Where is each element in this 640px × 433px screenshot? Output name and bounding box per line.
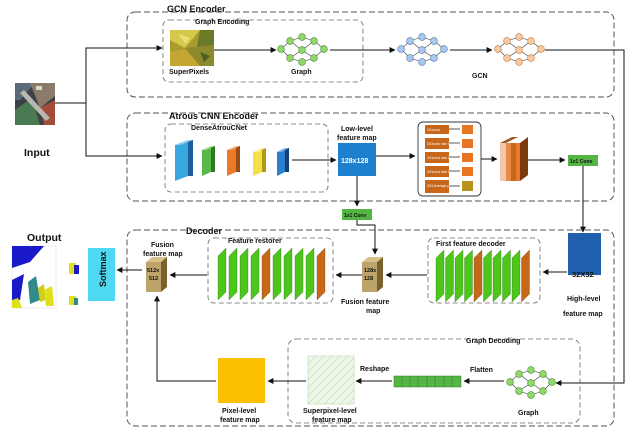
fusion-label-2: feature map [143, 251, 183, 258]
superpixels-image [170, 30, 214, 66]
feature-restorer-layer-2 [228, 247, 238, 301]
graph-label: Graph [291, 69, 312, 76]
aspp-item-3: 3X3conv rate 12 [427, 156, 452, 160]
first-decoder-layer-9 [511, 249, 521, 303]
first-decoder-layer-3 [454, 249, 464, 303]
feature-restorer-layer-1 [217, 247, 227, 301]
feature-restorer-layer-5 [261, 247, 271, 301]
atrous-encoder-title: Atrous CNN Encoder [169, 111, 259, 121]
first-decoder-layer-2 [445, 249, 454, 303]
graph-decoding-graph [506, 366, 556, 399]
output-image [11, 245, 57, 309]
gcn-label: GCN [472, 73, 488, 80]
gcn-encoder-title: GCN Encoder [167, 4, 226, 14]
atrous-encoder-box [126, 112, 615, 202]
decoder-title: Decoder [186, 226, 223, 236]
pixel-label-2: feature map [220, 417, 260, 424]
pixel-label-1: Pixel-level [222, 408, 256, 415]
first-decoder-label: First feature decoder [436, 241, 506, 248]
gcn-encoder-box [126, 11, 615, 98]
mid-size-2: 128 [364, 276, 373, 282]
concat-stack [500, 137, 528, 181]
pixel-level-map [218, 358, 265, 403]
low-level-feature-block [338, 143, 376, 176]
feature-restorer-box [207, 237, 334, 304]
superpixel-level-map [307, 355, 355, 405]
arrow-conv-fusion [356, 220, 378, 255]
first-decoder-layer-1 [435, 249, 445, 303]
densenet-label: DenseAtrouCNet [191, 125, 248, 132]
first-decoder-layer-4 [464, 249, 473, 303]
densenet-box [164, 123, 329, 193]
fusion-label-1: Fusion [151, 242, 174, 249]
conv1x1-mid-label: 1x1 Conv [344, 213, 366, 219]
superpixels-label: SuperPixels [169, 69, 209, 76]
softmax-block [88, 248, 115, 301]
fusion-size-1: 512x [147, 268, 160, 274]
superpixel-label-2: feature map [312, 417, 352, 424]
low-level-size: 128x128 [341, 158, 368, 165]
first-decoder-box [427, 237, 541, 304]
aspp-item-4: 3X3conv rate 18 [427, 170, 452, 174]
feature-restorer-layer-9 [305, 247, 315, 301]
high-level-block [568, 233, 601, 275]
conv1x1-right [568, 155, 598, 166]
mid-size-1: 128x [364, 268, 377, 274]
arrow-input-gcn [55, 45, 163, 104]
aspp-item-2: 3X3conv rate 6 [427, 142, 450, 146]
aspp-item-5: 3X3 Average pooling [427, 184, 458, 188]
arrow-input-cnn [85, 103, 163, 159]
mid-fusion-label-2: map [366, 308, 380, 315]
graph-decoding-graph-label: Graph [518, 410, 539, 417]
arrow-gcn-graphdecoding [545, 49, 625, 386]
feature-restorer-label: Feature restorer [228, 238, 282, 245]
feature-restorer-layer-7 [283, 247, 293, 301]
flatten-vector [393, 375, 462, 388]
decoder-box [126, 229, 615, 427]
mid-fusion-label-1: Fusion feature [341, 299, 389, 306]
reshape-label: Reshape [360, 366, 389, 373]
feature-restorer-layer-6 [272, 247, 282, 301]
input-image [15, 83, 55, 125]
first-decoder-layer-7 [492, 249, 502, 303]
input-label: Input [24, 147, 50, 159]
aspp-items: 1X1conv 3X3conv rate 6 3X3conv rate 12 3… [425, 125, 473, 193]
densenet-blocks [175, 140, 289, 181]
high-level-size: 32X32 [572, 270, 594, 279]
graph-decoding-label: Graph Decoding [466, 338, 520, 345]
conv1x1-mid [342, 209, 372, 220]
feature-restorer-layer-8 [294, 247, 304, 301]
first-decoder-layers [435, 249, 530, 303]
softmax-label: Softmax [98, 251, 108, 287]
low-level-label-2: feature map [337, 135, 377, 142]
first-decoder-layer-6 [483, 249, 492, 303]
first-decoder-layer-10 [521, 249, 530, 303]
fusion-cube-512 [146, 257, 167, 292]
graph-encoding-graph [277, 33, 328, 66]
aspp-item-1: 1X1conv [427, 128, 440, 132]
high-level-label-1: High-level [567, 296, 601, 303]
flatten-label: Flatten [470, 367, 493, 374]
feature-restorer-layer-4 [250, 247, 260, 301]
arrow-pixel-fusion [154, 295, 216, 382]
feature-restorer-layers [217, 247, 326, 301]
fusion-cube-128 [362, 257, 383, 292]
gcn-blue-graph [397, 33, 448, 66]
first-decoder-layer-5 [473, 249, 483, 303]
superpixel-label-1: Superpixel-level [303, 408, 357, 415]
feature-restorer-layer-3 [239, 247, 249, 301]
low-level-label-1: Low-level [341, 126, 373, 133]
fusion-size-2: 512 [149, 276, 158, 282]
gcn-orange-graph [494, 33, 545, 66]
graph-encoding-label: Graph Encoding [195, 19, 249, 26]
output-label: Output [27, 232, 62, 244]
high-level-label-2: feature map [563, 311, 603, 318]
first-decoder-layer-8 [502, 249, 511, 303]
output-small-bits [69, 263, 79, 305]
feature-restorer-layer-10 [316, 247, 326, 301]
conv1x1-right-label: 1x1 Conv [570, 159, 592, 165]
